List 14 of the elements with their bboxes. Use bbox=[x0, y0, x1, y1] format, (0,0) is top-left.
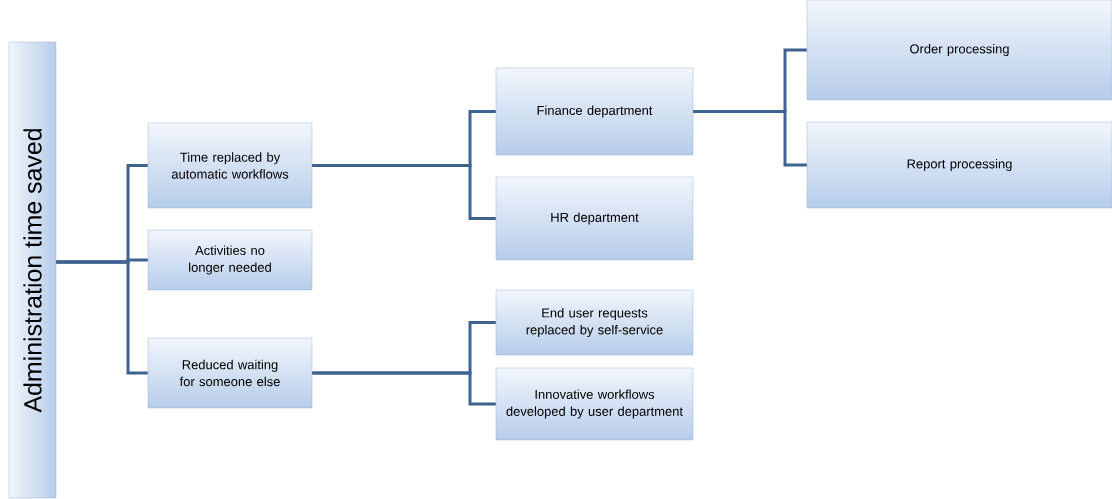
process-box: Finance department bbox=[495, 67, 694, 156]
connector bbox=[312, 371, 496, 406]
process-box: End user requests replaced by self-service bbox=[495, 289, 694, 356]
process-box: Innovative workflows developed by user department bbox=[495, 367, 694, 441]
process-box: Order processing bbox=[806, 0, 1112, 101]
process-box: Report processing bbox=[806, 121, 1112, 209]
connector bbox=[56, 260, 148, 375]
connector bbox=[693, 110, 807, 167]
root-box: Administration time saved bbox=[8, 41, 57, 499]
process-box: HR department bbox=[495, 176, 694, 261]
connector bbox=[312, 164, 496, 220]
process-box: Activities no longer needed bbox=[147, 229, 313, 291]
process-box: Time replaced by automatic workflows bbox=[147, 122, 313, 209]
process-box: Reduced waiting for someone else bbox=[147, 337, 313, 409]
